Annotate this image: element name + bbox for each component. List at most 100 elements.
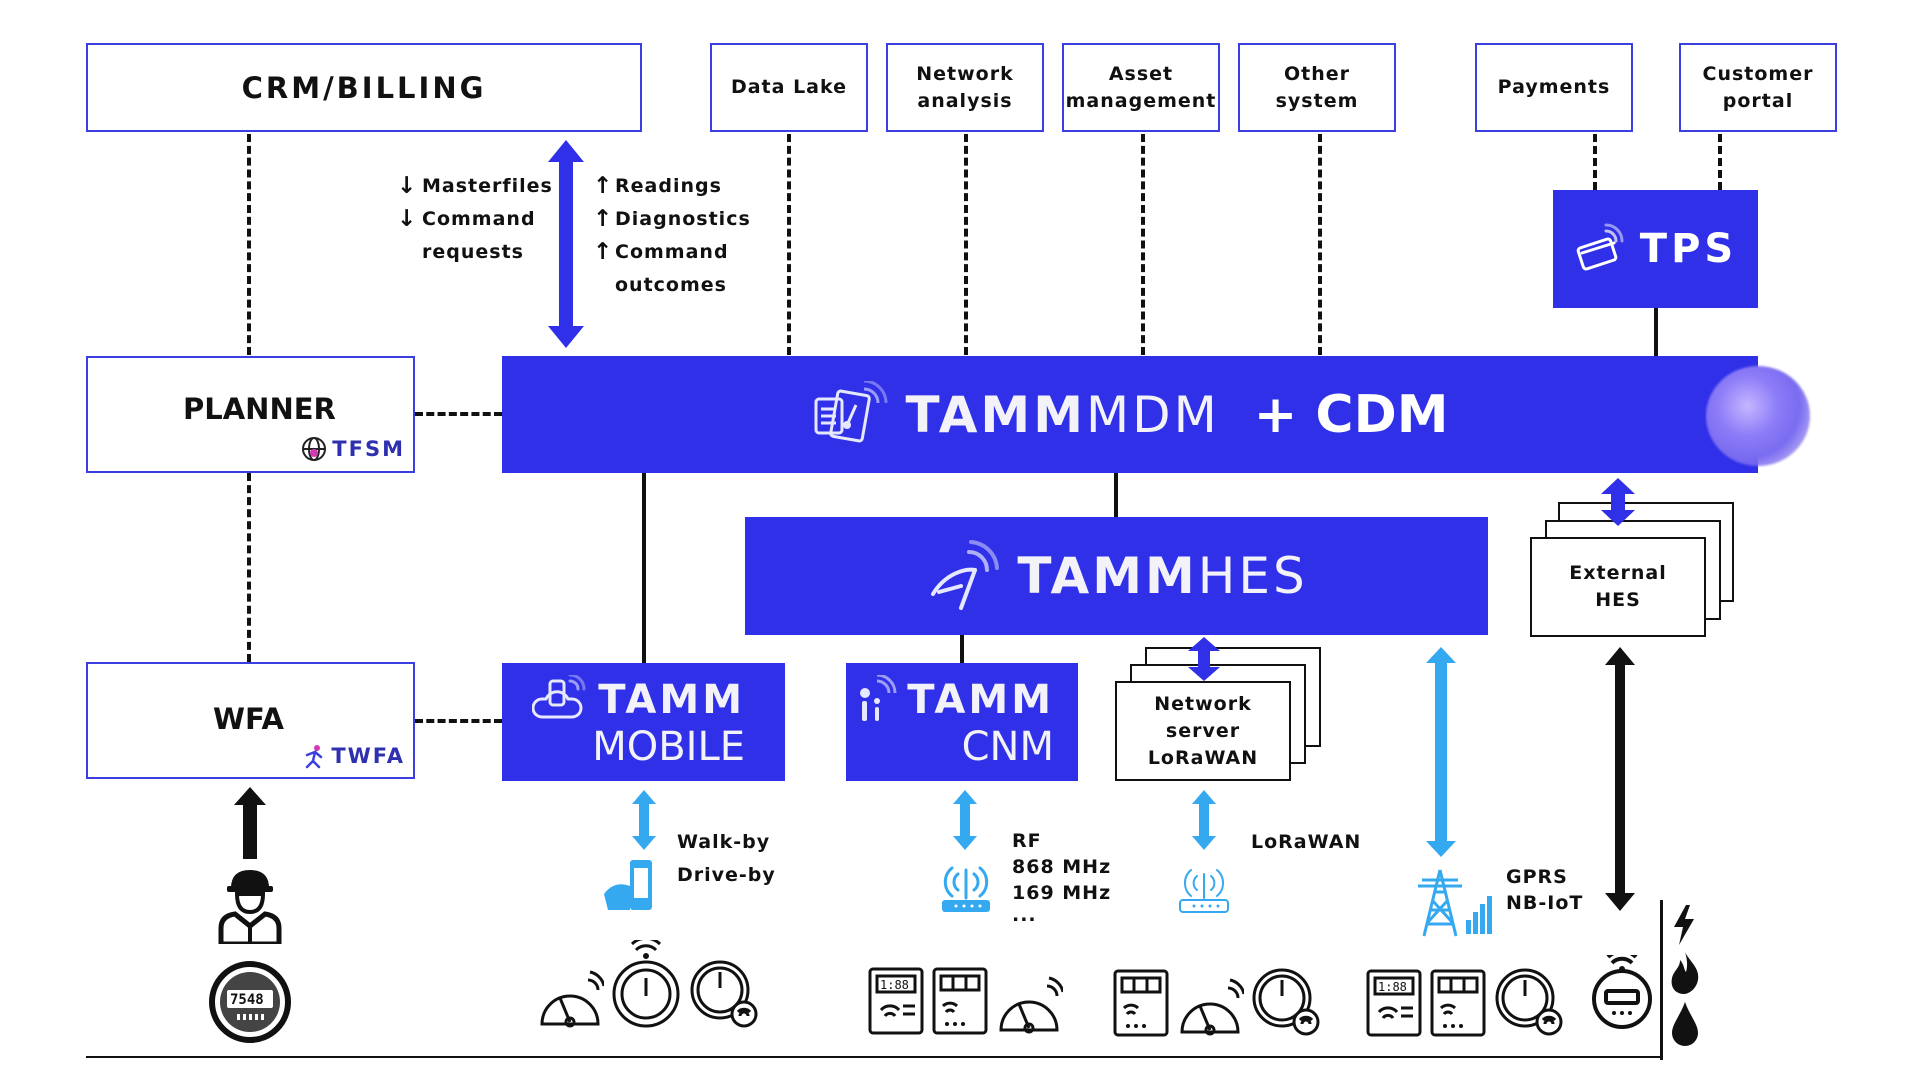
tfsm-badge: TFSM: [300, 435, 405, 463]
wfa-title: WFA: [213, 702, 284, 736]
rf-868-label: 868 MHz: [1012, 856, 1112, 878]
walk-by-label: Walk-by: [677, 831, 771, 853]
crm-planner-connector: [247, 134, 251, 355]
gauge-meter-icon: [999, 976, 1063, 1034]
network-server-label-3: LoRaWAN: [1147, 746, 1259, 769]
card-payment-icon: [1576, 223, 1624, 271]
register-meter-icon: [932, 967, 988, 1035]
flow-readings: ↑ Readings: [593, 170, 751, 203]
asset-management-box[interactable]: Asset management: [1062, 43, 1220, 132]
payments-tps-connector: [1593, 134, 1597, 190]
data-lake-box[interactable]: Data Lake: [710, 43, 868, 132]
flow-command: ↓ Command: [397, 203, 553, 236]
meter-group-rf: 1:88: [867, 966, 1063, 1036]
up-arrow-icon: ↑: [593, 206, 614, 232]
meter-document-icon: [814, 380, 888, 442]
digital-meter-icon: 1:88: [1366, 969, 1422, 1037]
up-arrow-icon: ↑: [593, 239, 614, 265]
ground-baseline: [86, 1056, 1662, 1058]
network-analysis-label-2: analysis: [917, 89, 1013, 112]
cell-tower-icon: [1418, 869, 1492, 937]
wfa-mobile-connector: [415, 719, 502, 723]
glow-orb-decoration: [1706, 366, 1810, 466]
planner-box[interactable]: PLANNER TFSM: [86, 356, 415, 473]
meter-group-mobile: [536, 940, 760, 1030]
customer-portal-label-2: portal: [1722, 89, 1794, 112]
cnm-brand: TAMM: [907, 677, 1054, 723]
antenna-signal-icon: [931, 540, 1000, 610]
external-hes-meter-double-arrow: [1605, 647, 1635, 911]
field-worker-icon: [218, 870, 282, 944]
network-analysis-box[interactable]: Network analysis: [886, 43, 1044, 132]
gprs-label: GPRS: [1506, 866, 1568, 888]
external-hes-label-2: HES: [1595, 589, 1641, 611]
worker-wfa-up-arrow: [234, 787, 266, 859]
register-meter-icon: [1430, 969, 1486, 1037]
lorawan-gateway-icon: [1179, 869, 1229, 913]
gauge-meter-icon: [1180, 978, 1244, 1036]
external-hes-box[interactable]: External HES: [1530, 537, 1706, 637]
svg-text:1:88: 1:88: [880, 978, 909, 992]
globe-icon: [302, 437, 327, 461]
customer-portal-label-1: Customer: [1702, 62, 1814, 85]
hes-cnm-connector: [960, 635, 964, 663]
other-system-box[interactable]: Other system: [1238, 43, 1396, 132]
planner-wfa-connector: [247, 473, 251, 662]
cellular-channel-arrow: [1426, 647, 1456, 857]
wfa-box[interactable]: WFA TWFA: [86, 662, 415, 779]
flow-diagnostics: ↑ Diagnostics: [593, 203, 751, 236]
digital-meter-icon: 1:88: [868, 967, 924, 1035]
rf-label: RF: [1012, 830, 1042, 852]
rf-channel-arrow: [953, 790, 977, 850]
planner-title: PLANNER: [183, 392, 336, 426]
flow-requests: requests: [422, 241, 524, 263]
other-system-connector: [1318, 134, 1322, 355]
svg-text:7548: 7548: [230, 992, 264, 1008]
hes-product: HES: [1197, 547, 1308, 605]
network-server-label-1: Network: [1154, 692, 1252, 715]
tamm-hes-bar[interactable]: TAMM HES: [745, 517, 1488, 635]
asset-management-connector: [1141, 134, 1145, 355]
tamm-cnm-box[interactable]: TAMM CNM: [846, 663, 1078, 781]
mdm-external-hes-double-arrow: [1601, 478, 1635, 526]
crm-billing-label: CRM/BILLING: [241, 70, 487, 105]
mdm-product: MDM: [1085, 385, 1220, 444]
tamm-mobile-box[interactable]: TAMM MOBILE: [502, 663, 785, 781]
rf-169-label: 169 MHz: [1012, 882, 1112, 904]
payments-box[interactable]: Payments: [1475, 43, 1633, 132]
tamm-mdm-bar[interactable]: TAMM MDM + CDM: [502, 356, 1810, 473]
mdm-hes-connector: [1114, 473, 1118, 517]
hes-network-server-double-arrow: [1188, 637, 1220, 681]
round-smart-meter-icon: [1592, 955, 1652, 1029]
other-system-label-2: system: [1275, 89, 1359, 112]
pressure-gauge-icon: [612, 940, 680, 1028]
water-meter-wifi-icon: [690, 960, 758, 1028]
flow-command-outcomes: ↑ Command: [593, 236, 751, 269]
external-hes-label-1: External: [1569, 562, 1667, 584]
network-server-box[interactable]: Network server LoRaWAN: [1115, 681, 1291, 781]
crm-billing-box[interactable]: CRM/BILLING: [86, 43, 642, 132]
nbiot-label: NB-IoT: [1506, 892, 1584, 914]
tps-mdm-connector: [1654, 308, 1658, 356]
planner-mdm-connector: [415, 412, 502, 416]
runner-icon: [306, 745, 323, 769]
data-lake-connector: [787, 134, 791, 355]
mdm-brand: TAMM: [905, 385, 1086, 444]
network-analysis-label-1: Network: [916, 62, 1014, 85]
smart-meter-icon: 7548: [209, 961, 291, 1043]
upstream-flows: ↑ Readings ↑ Diagnostics ↑ Command outco…: [593, 170, 751, 302]
meter-group-lorawan: [1112, 966, 1322, 1038]
cnm-product: CNM: [961, 724, 1054, 770]
gauge-meter-icon: [540, 970, 604, 1028]
tps-box[interactable]: TPS: [1553, 190, 1758, 308]
rf-gateway-icon: [942, 866, 990, 912]
network-analysis-connector: [964, 134, 968, 355]
mobile-channel-labels: Walk-by Drive-by: [677, 826, 776, 892]
crm-mdm-double-arrow: [548, 140, 584, 348]
data-lake-label: Data Lake: [730, 76, 848, 98]
water-meter-wifi-icon: [1252, 968, 1320, 1036]
asset-management-label-1: Asset: [1108, 62, 1174, 85]
svg-text:1:88: 1:88: [1378, 980, 1407, 994]
asset-management-label-2: management: [1065, 89, 1217, 112]
customer-portal-box[interactable]: Customer portal: [1679, 43, 1837, 132]
